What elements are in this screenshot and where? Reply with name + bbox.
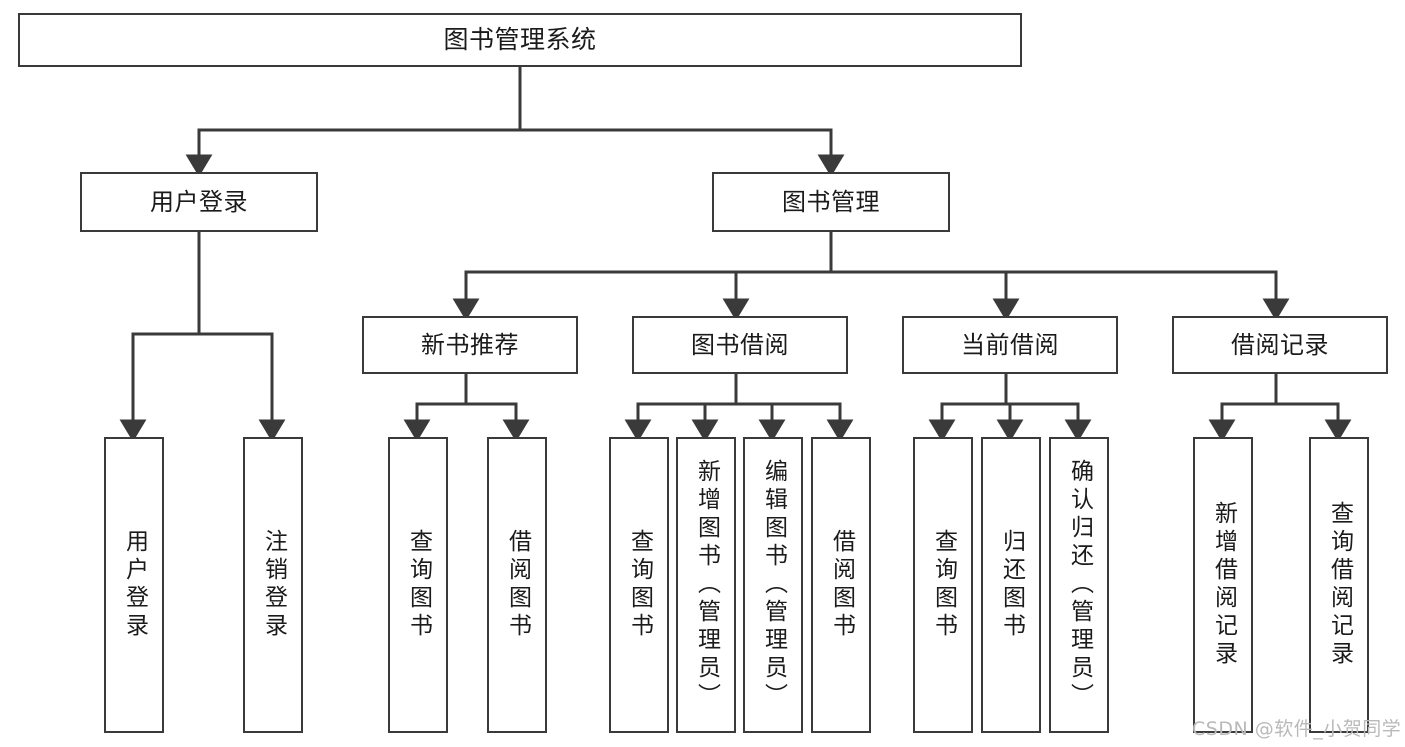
node-label: 新书推荐: [421, 330, 519, 359]
node-label: 查询图书: [930, 529, 957, 641]
node-label: 注销登录: [260, 529, 287, 641]
node-borrow-records[interactable]: 借阅记录: [1172, 316, 1388, 374]
node-label: 新增借阅记录: [1210, 501, 1237, 669]
leaf-current-borrow-confirm-return-admin[interactable]: 确认归还（管理员）: [1049, 437, 1109, 733]
node-label: 借阅图书: [828, 529, 855, 641]
node-current-borrowing[interactable]: 当前借阅: [902, 316, 1118, 374]
node-user-login[interactable]: 用户登录: [80, 172, 318, 232]
node-label: 查询借阅记录: [1326, 501, 1353, 669]
leaf-user-login-login[interactable]: 用户登录: [104, 437, 164, 733]
node-label: 当前借阅: [961, 330, 1059, 359]
leaf-book-borrow-query-books[interactable]: 查询图书: [609, 437, 669, 733]
node-label: 归还图书: [998, 529, 1025, 641]
leaf-borrow-record-query-record[interactable]: 查询借阅记录: [1309, 437, 1369, 733]
node-label: 编辑图书（管理员）: [760, 459, 787, 711]
node-label: 查询图书: [405, 529, 432, 641]
node-label: 借阅记录: [1231, 330, 1329, 359]
node-label: 图书借阅: [691, 330, 789, 359]
node-label: 新增图书（管理员）: [693, 459, 720, 711]
node-label: 用户登录: [121, 529, 148, 641]
node-book-management[interactable]: 图书管理: [712, 172, 950, 232]
leaf-current-borrow-query-books[interactable]: 查询图书: [913, 437, 973, 733]
node-root-book-management-system[interactable]: 图书管理系统: [18, 13, 1022, 67]
node-label: 借阅图书: [504, 529, 531, 641]
leaf-new-book-borrow-books[interactable]: 借阅图书: [487, 437, 547, 733]
node-book-borrowing[interactable]: 图书借阅: [632, 316, 848, 374]
node-label: 确认归还（管理员）: [1066, 459, 1093, 711]
node-label: 查询图书: [626, 529, 653, 641]
leaf-user-login-logout[interactable]: 注销登录: [243, 437, 303, 733]
leaf-book-borrow-edit-book-admin[interactable]: 编辑图书（管理员）: [743, 437, 803, 733]
leaf-borrow-record-add-record[interactable]: 新增借阅记录: [1193, 437, 1253, 733]
node-label: 图书管理: [782, 187, 880, 216]
leaf-book-borrow-borrow-books[interactable]: 借阅图书: [811, 437, 871, 733]
leaf-book-borrow-add-book-admin[interactable]: 新增图书（管理员）: [676, 437, 736, 733]
leaf-new-book-query-books[interactable]: 查询图书: [388, 437, 448, 733]
node-new-book-recommendation[interactable]: 新书推荐: [362, 316, 578, 374]
node-label: 图书管理系统: [443, 25, 597, 55]
node-label: 用户登录: [150, 187, 248, 216]
leaf-current-borrow-return-books[interactable]: 归还图书: [981, 437, 1041, 733]
